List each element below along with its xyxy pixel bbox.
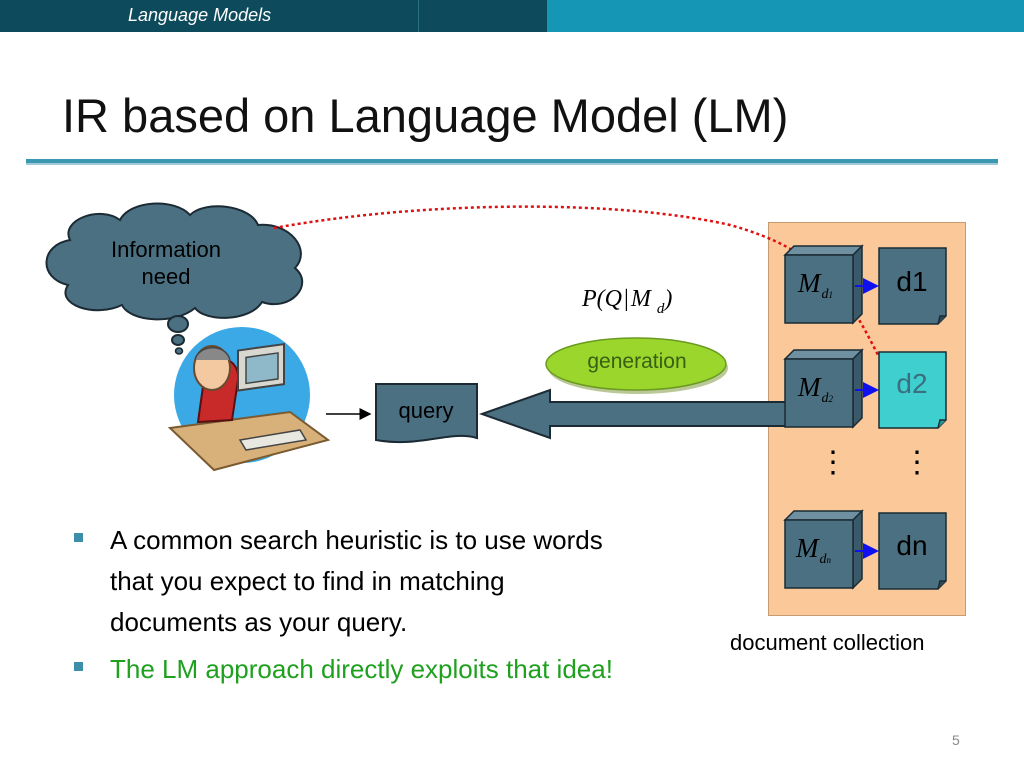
- query-document-shape: [375, 383, 478, 444]
- bullet-text: A common search heuristic is to use word…: [110, 525, 603, 637]
- formula-p: P: [582, 286, 597, 312]
- formula-q: Q: [604, 286, 623, 312]
- model-d: d: [819, 552, 827, 567]
- probability-formula: P(Q|M d): [582, 286, 673, 317]
- model-sub: d2: [822, 391, 834, 406]
- model-sub: d1: [822, 287, 834, 302]
- information-need-label: Information need: [60, 236, 272, 290]
- formula-bar: |: [624, 286, 629, 312]
- model-m: M: [796, 533, 819, 563]
- document-collection-label: document collection: [730, 630, 925, 655]
- information-need-line2: need: [141, 264, 191, 289]
- vertical-ellipsis-models: ⋮: [818, 446, 848, 479]
- bullet-item: A common search heuristic is to use word…: [74, 520, 634, 643]
- page-number: 5: [952, 732, 960, 748]
- model-sub: dn: [820, 552, 832, 567]
- model-d: d: [821, 391, 829, 406]
- model-cube-1: [783, 244, 864, 325]
- bullet-item: The LM approach directly exploits that i…: [74, 649, 634, 690]
- bullet-marker: [74, 533, 83, 542]
- model-label-1: Md1: [798, 268, 834, 302]
- model-index: 1: [828, 290, 834, 300]
- generation-label: generation: [587, 350, 687, 373]
- title-underline: [26, 159, 998, 163]
- formula-m: M: [630, 286, 651, 312]
- bullet-list: A common search heuristic is to use word…: [74, 520, 634, 696]
- model-label-n: Mdn: [796, 533, 832, 567]
- doc-label-d2: d2: [896, 368, 928, 399]
- model-m: M: [798, 372, 821, 402]
- doc-label-d1: d1: [896, 266, 928, 297]
- top-bar: Language Models: [0, 0, 1024, 32]
- top-bar-segment: [0, 0, 418, 32]
- model-d: d: [821, 287, 829, 302]
- model-cube-2: [783, 348, 864, 429]
- generation-arrow: [478, 388, 791, 440]
- formula-paren: ): [664, 286, 673, 312]
- information-need-line1: Information: [110, 237, 222, 262]
- course-title: Language Models: [128, 5, 272, 25]
- formula-sub-d: d: [656, 301, 665, 317]
- query-label: query: [398, 398, 454, 423]
- vertical-ellipsis-docs: ⋮: [902, 446, 932, 479]
- model-index: n: [826, 555, 832, 565]
- doc-label-dn: dn: [896, 530, 928, 561]
- information-need-cloud: [45, 202, 303, 355]
- model-cube-n: [783, 509, 864, 590]
- formula-paren: (: [596, 286, 605, 312]
- bullet-marker: [74, 662, 83, 671]
- model-m: M: [798, 268, 821, 298]
- slide-title: IR based on Language Model (LM): [62, 89, 789, 142]
- top-bar-segment: [418, 0, 547, 32]
- bullet-text: The LM approach directly exploits that i…: [110, 654, 613, 684]
- user-at-computer-image: [167, 327, 331, 472]
- model-label-2: Md2: [798, 372, 834, 406]
- title-underline-light: [26, 163, 998, 165]
- model-index: 2: [828, 394, 834, 404]
